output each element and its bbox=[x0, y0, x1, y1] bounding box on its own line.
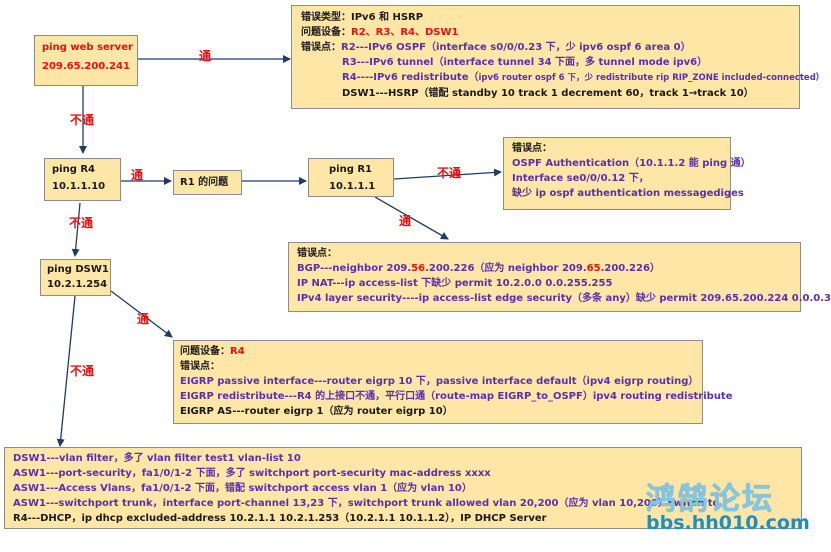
ipv6-pts-prefix: 错误点： bbox=[301, 42, 341, 53]
eigrp-pts: 错误点： bbox=[180, 361, 220, 372]
watermark-cn: 鸿鹄论坛 bbox=[646, 482, 774, 517]
connector-layer bbox=[56, 55, 502, 447]
node-ping-r4-ip: 10.1.1.10 bbox=[52, 181, 106, 192]
arrow-r4-to-dsw1 bbox=[71, 202, 81, 257]
arrow-dsw1-to-switch bbox=[56, 295, 76, 447]
switch-line-4: ASW1---switchport trunk，interface port-c… bbox=[13, 498, 720, 509]
ospf-line-3: 缺少 ip ospf authentication messagediges bbox=[512, 188, 744, 199]
eigrp-line-2: EIGRP redistribute---R4 的上接口不通，平行口通（rout… bbox=[180, 391, 733, 402]
ipv6-r3-line: R3---IPv6 tunnel（interface tunnel 34 下面，… bbox=[342, 57, 708, 68]
ipv6-r2-line: R2---IPv6 OSPF（interface s0/0/0.23 下，少 i… bbox=[341, 42, 691, 53]
switch-line-2: ASW1---port-security，fa1/0/1-2 下面，多了 swi… bbox=[13, 468, 491, 479]
ipv6-dev-prefix: 问题设备： bbox=[301, 27, 351, 38]
edge-label-tong-dsw1: 通 bbox=[137, 312, 150, 326]
ipv6-hsrp-box: 错误类型：IPv6 和 HSRP 问题设备：R2、R3、R4、DSW1 错误点：… bbox=[291, 5, 824, 109]
eigrp-dev-prefix: 问题设备： bbox=[180, 346, 230, 357]
node-r1-issue-label: R1 的问题 bbox=[180, 177, 229, 188]
eigrp-line-3: EIGRP AS---router eigrp 1（应为 router eigr… bbox=[180, 406, 453, 417]
node-ping-r1: ping R1 10.1.1.1 bbox=[308, 158, 394, 197]
arrow-pingr1-to-bgp bbox=[374, 196, 449, 240]
ospf-title: 错误点： bbox=[512, 143, 552, 154]
switch-line-5: R4---DHCP，ip dhcp excluded-address 10.2.… bbox=[13, 513, 547, 524]
bgp-neighbor-line: BGP---neighbor 209.56.200.226（应为 neighbo… bbox=[297, 263, 660, 274]
ipv6-r4-detail: ipv6 router ospf 6 下，少 redistribute rip … bbox=[478, 73, 825, 83]
ospf-line-2: Interface se0/0/0.12 下， bbox=[512, 173, 649, 184]
bgp-title: 错误点： bbox=[297, 248, 337, 259]
watermark-url: bbs.hh010.com bbox=[646, 512, 810, 534]
ipv6-dsw1-line: DSW1---HSRP（错配 standby 10 track 1 decrem… bbox=[342, 88, 754, 99]
node-r1-issue: R1 的问题 bbox=[173, 170, 242, 195]
arrow-dsw1-to-eigrp bbox=[110, 290, 173, 338]
ipv6-r4-line: R4----IPv6 redistribute（ bbox=[342, 72, 479, 83]
edge-label-tong-r1: 通 bbox=[399, 214, 412, 228]
node-ping-web-title: ping web server bbox=[42, 42, 133, 53]
ospf-line-1: OSPF Authentication（10.1.1.2 能 ping 通） bbox=[512, 158, 751, 169]
edge-label-butong-r1: 不通 bbox=[437, 166, 462, 180]
eigrp-dev-value: R4 bbox=[230, 346, 245, 357]
switch-issues-box: DSW1---vlan filter，多了 vlan filter test1 … bbox=[4, 447, 802, 529]
edge-label-butong-r4: 不通 bbox=[69, 216, 94, 230]
switch-line-3: ASW1---Access Vlans，fa1/0/1-2 下面，错配 swit… bbox=[13, 483, 472, 494]
node-ping-web-ip: 209.65.200.241 bbox=[42, 61, 130, 72]
node-ping-r4: ping R4 10.1.1.10 bbox=[44, 158, 121, 201]
edge-label-tong-r4: 通 bbox=[131, 168, 144, 182]
arrow-pingr1-to-ospf bbox=[393, 168, 502, 180]
node-ping-dsw1: ping DSW1 10.2.1.254 bbox=[40, 259, 111, 296]
node-ping-dsw1-ip: 10.2.1.254 bbox=[47, 279, 108, 290]
ipv6-type-prefix: 错误类型： bbox=[301, 12, 351, 23]
ipv6-type-value: IPv6 和 HSRP bbox=[351, 12, 424, 23]
edge-label-butong-web: 不通 bbox=[70, 113, 95, 127]
ipv6-dev-value: R2、R3、R4、DSW1 bbox=[351, 27, 459, 38]
edge-label-butong-dsw1: 不通 bbox=[70, 364, 95, 378]
watermark-logo: 鸿鹄论坛 bbs.hh010.com bbox=[634, 474, 810, 536]
ospf-auth-box: 错误点： OSPF Authentication（10.1.1.2 能 ping… bbox=[503, 137, 751, 210]
edge-label-tong-web: 通 bbox=[199, 49, 212, 63]
bgp-nat-box: 错误点： BGP---neighbor 209.56.200.226（应为 ne… bbox=[288, 242, 831, 312]
eigrp-line-1: EIGRP passive interface---router eigrp 1… bbox=[180, 376, 699, 387]
node-ping-dsw1-title: ping DSW1 bbox=[47, 264, 109, 275]
node-ping-web-server: ping web server 209.65.200.241 bbox=[34, 35, 138, 86]
node-ping-r1-title: ping R1 bbox=[329, 164, 373, 175]
bgp-nat-line: IP NAT---ip access-list 下缺少 permit 10.2.… bbox=[297, 278, 613, 289]
switch-line-1: DSW1---vlan filter，多了 vlan filter test1 … bbox=[13, 453, 301, 464]
bgp-security-line: IPv4 layer security----ip access-list ed… bbox=[297, 293, 831, 304]
node-ping-r4-title: ping R4 bbox=[52, 164, 96, 175]
node-ping-r1-ip: 10.1.1.1 bbox=[329, 181, 376, 192]
eigrp-box: 问题设备：R4 错误点： EIGRP passive interface---r… bbox=[173, 340, 733, 424]
